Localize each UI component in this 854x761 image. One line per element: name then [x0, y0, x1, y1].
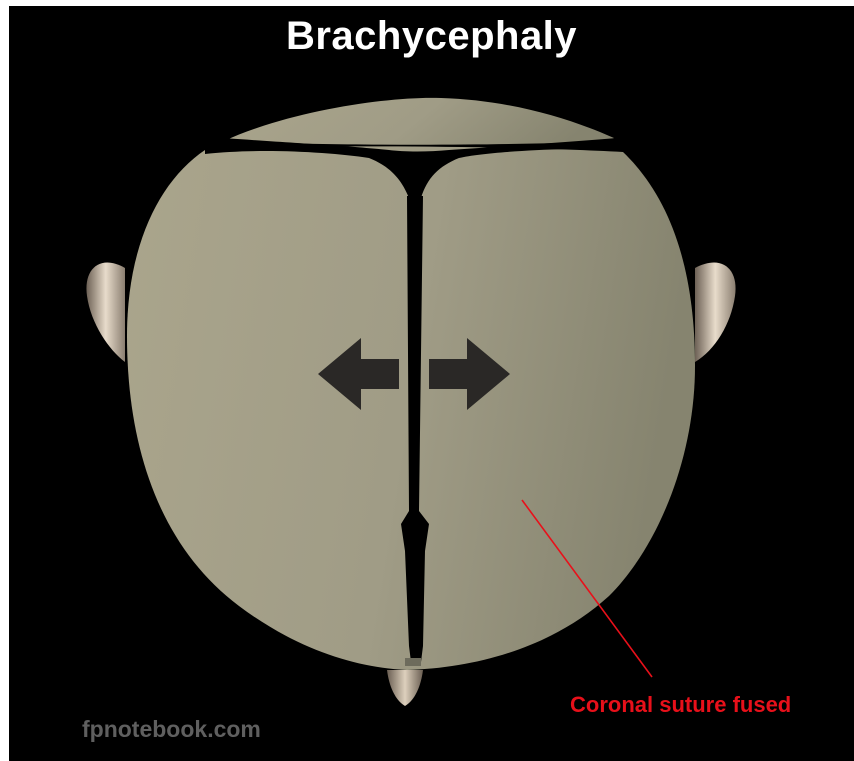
frontal-bone: [224, 98, 614, 145]
site-watermark: fpnotebook.com: [82, 716, 261, 743]
diagram-canvas: Brachycephaly Coronal suture fused fpnot…: [9, 6, 854, 761]
diagram-title: Brachycephaly: [9, 14, 854, 59]
coronal-suture-label: Coronal suture fused: [570, 692, 791, 718]
nose: [387, 670, 423, 706]
left-ear: [86, 263, 125, 362]
skull-illustration: [9, 6, 854, 761]
sagittal-gap-shading: [405, 658, 421, 666]
right-ear: [695, 263, 736, 362]
